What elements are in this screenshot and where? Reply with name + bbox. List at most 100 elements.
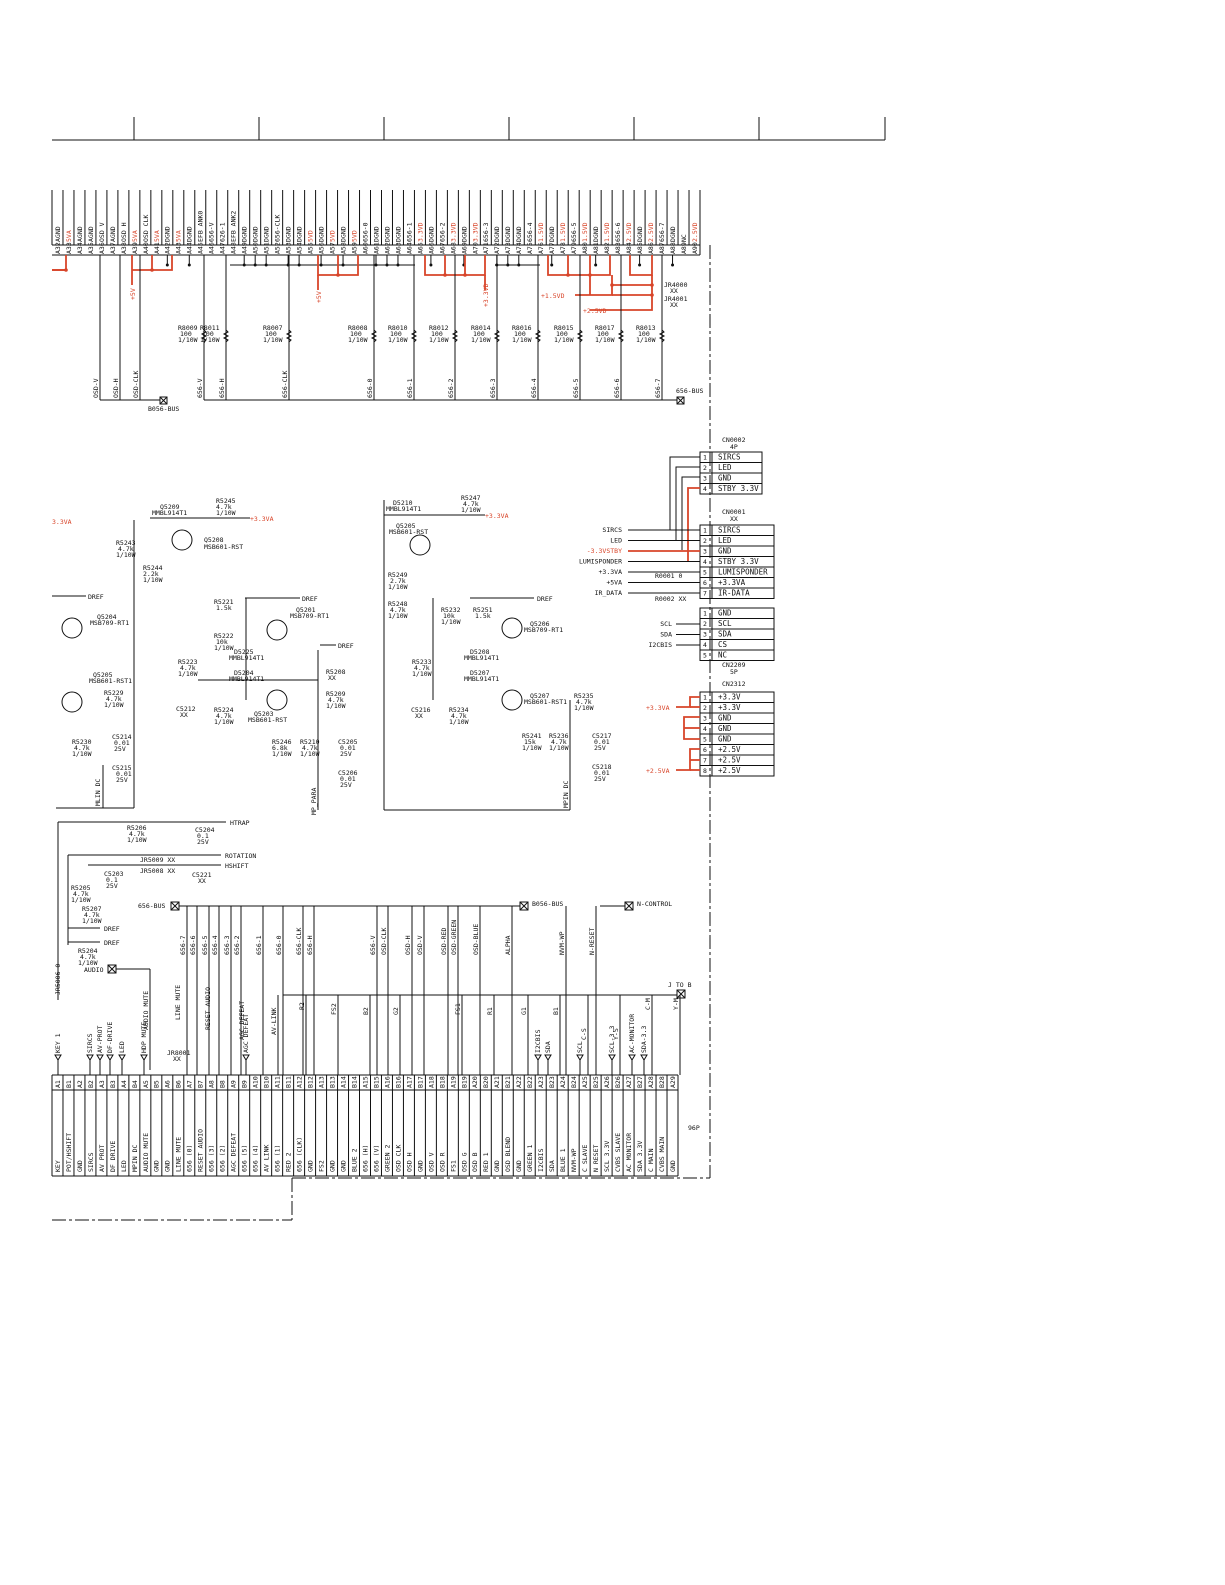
- bottom-signal-label: SIRCS: [86, 1033, 94, 1053]
- cn2209-input-label: SCL: [660, 620, 672, 628]
- top-pin-number: A48: [230, 242, 238, 254]
- top-pin-number: A39: [131, 242, 139, 254]
- r5236-ref: R5236: [549, 732, 569, 740]
- bottom-pin-number: B3: [109, 1080, 117, 1088]
- c5218-value: 0.01: [594, 769, 610, 777]
- c5204-ref: C5204: [195, 826, 215, 834]
- top-resistor-value: 100: [473, 330, 485, 338]
- top-resistor-watt: 1/10W: [178, 336, 198, 344]
- bottom-pin-number: B13: [328, 1076, 336, 1088]
- bottom-pin-signal: AV LINK: [263, 1145, 271, 1172]
- dref-3: DREF: [338, 642, 354, 650]
- top-pin-signal: DGND: [548, 226, 556, 242]
- cn0001-input-label: LUMISPONDER: [579, 558, 622, 566]
- lower-bus-signal: OSD-GREEN: [450, 920, 458, 955]
- r5233-watt: 1/10W: [412, 670, 432, 678]
- top-pin-number: A47: [219, 242, 227, 254]
- r5234-value: 4.7k: [451, 712, 467, 720]
- lower-bus-signal: OSD-CLK: [380, 928, 388, 955]
- q5204-ref: Q5204: [97, 613, 117, 621]
- top-pin-number: A79: [570, 242, 578, 254]
- cn2209-pin-number: 3: [703, 631, 707, 639]
- bottom-pin-number: A18: [427, 1076, 435, 1088]
- top-pin-number: A74: [515, 242, 523, 254]
- dref-lower-2: DREF: [104, 939, 120, 947]
- d5207-part: MMBL914T1: [464, 675, 499, 683]
- q5206-part: MSB709-RT1: [524, 626, 563, 634]
- bus-line-label: 656-1: [406, 378, 414, 398]
- bottom-pin-signal: AV PROT: [98, 1145, 106, 1172]
- top-pin-number: A37: [109, 242, 117, 254]
- top-pin-signal: 2.5VD: [647, 222, 655, 242]
- top-pin-signal: 5VA: [175, 230, 183, 242]
- bottom-pin-number: A9: [230, 1080, 238, 1088]
- r5232-value: 10k: [443, 612, 455, 620]
- n-control-label: N-CONTROL: [637, 900, 672, 908]
- top-pin-signal: AGND: [54, 226, 62, 242]
- r5210-value: 4.7k: [302, 744, 318, 752]
- lower-bus-signal: 656-0: [275, 935, 283, 955]
- jumper-jr4001: JR4001: [664, 295, 688, 303]
- bottom-pin-signal: NVM-WP: [570, 1148, 578, 1172]
- q5208-ref: Q5208: [204, 536, 224, 544]
- r5236-value: 4.7k: [551, 738, 567, 746]
- bottom-pin-number: A10: [252, 1076, 260, 1088]
- top-pin-signal: DGND: [372, 226, 380, 242]
- top-power-rails: +5V +5V +3.3VD +1.5VD +2.5VD JR4000 XX J…: [52, 255, 688, 315]
- top-pin-signal: 1.5VD: [603, 222, 611, 242]
- cn2209-pin-name: CS: [718, 640, 728, 649]
- r5229-value: 4.7k: [106, 695, 122, 703]
- top-pin-number: A54: [296, 242, 304, 254]
- cn0002-pin-number: 4: [703, 485, 707, 493]
- audio-label: AUDIO: [84, 966, 104, 974]
- c5218-volt: 25V: [594, 775, 606, 783]
- r5233-ref: R5233: [412, 658, 432, 666]
- top-pin-number: A42: [164, 242, 172, 254]
- sheet-frame: [52, 117, 886, 1221]
- r5221-ref: R5221: [214, 598, 234, 606]
- r5233-value: 4.7k: [414, 664, 430, 672]
- top-pin-signal: DGND: [164, 226, 172, 242]
- r5245-ref: R5245: [216, 497, 236, 505]
- cn0001-pin-number: 7: [703, 590, 707, 598]
- r5229-watt: 1/10W: [104, 701, 124, 709]
- cn0001-pin-name: GND: [718, 547, 732, 556]
- htrap-label: HTRAP: [230, 819, 250, 827]
- 656-bus-label: 656-BUS: [676, 387, 703, 395]
- bottom-pin-signal: OSD CLK: [394, 1145, 402, 1172]
- bus-line-label: 656-7: [654, 378, 662, 398]
- top-pin-number: A75: [526, 242, 534, 254]
- top-pin-number: A78: [559, 242, 567, 254]
- r5234-ref: R5234: [449, 706, 469, 714]
- cn0002-pin-name: STBY 3.3V: [718, 484, 759, 493]
- r5205-watt: 1/10W: [71, 896, 91, 904]
- cn0001-pin-name: SIRCS: [718, 526, 741, 535]
- mid-signal-label: R2: [298, 1002, 306, 1010]
- bottom-pin-signal: GND: [339, 1160, 347, 1172]
- jr5008-label: JR5008 XX: [140, 867, 175, 875]
- mid-signal-label: LINE MUTE: [174, 985, 182, 1020]
- mid-signal-label: RESET AUDIO: [204, 987, 212, 1030]
- bus-line-label: 656-H: [218, 378, 226, 398]
- bottom-signal-label: SDA: [544, 1041, 552, 1053]
- bottom-pin-signal: RED 2: [285, 1152, 293, 1172]
- cn2312-in-2-5va: +2.5VA: [646, 767, 670, 775]
- top-resistor-watt: 1/10W: [636, 336, 656, 344]
- top-pin-signal: 656-CLK: [274, 215, 282, 242]
- mid-signal-label: Y-S: [612, 1028, 620, 1040]
- top-pin-number: A84: [625, 242, 633, 254]
- bottom-pin-number: A28: [647, 1076, 655, 1088]
- d5207-ref: D5207: [470, 669, 490, 677]
- cn0002-pin-number: 2: [703, 464, 707, 472]
- bottom-pin-number: B27: [636, 1076, 644, 1088]
- r5247-watt: 1/10W: [461, 506, 481, 514]
- top-pin-number: A41: [153, 242, 161, 254]
- bottom-pin-number: A27: [625, 1076, 633, 1088]
- r5209-value: 4.7k: [328, 696, 344, 704]
- bus-line-label: OSD-V: [92, 378, 100, 398]
